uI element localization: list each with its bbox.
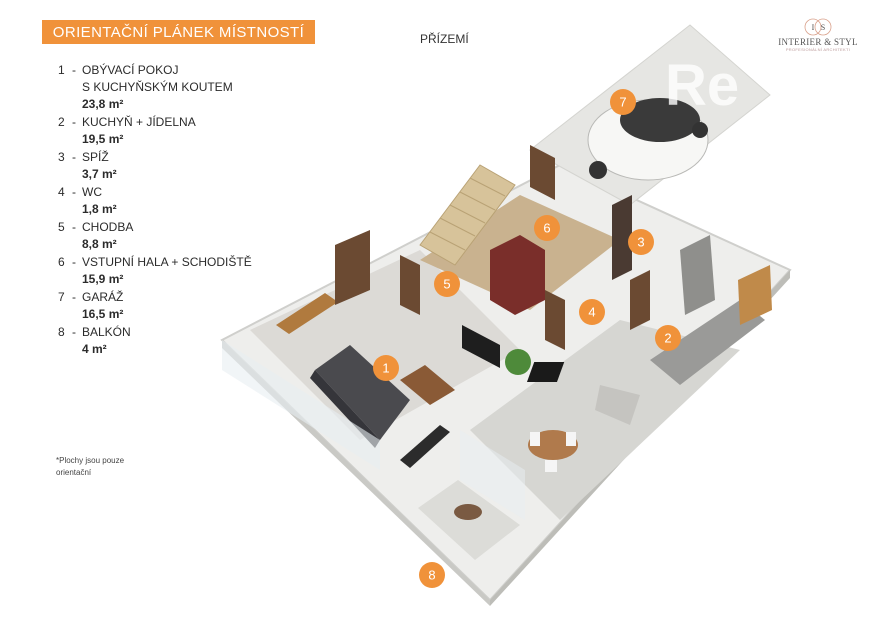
coffee-table-icon bbox=[400, 365, 455, 405]
svg-text:3: 3 bbox=[637, 235, 644, 250]
door-icon bbox=[630, 270, 650, 330]
legend-room-name: WC bbox=[82, 185, 102, 199]
legend-item: 7- GARÁŽ 16,5 m² bbox=[58, 289, 298, 323]
logo-tagline: PROFESIONÁLNÍ ARCHITEKTI bbox=[785, 47, 851, 52]
bookshelf-icon bbox=[400, 425, 450, 468]
legend-number: 6 bbox=[58, 255, 65, 269]
company-logo: I S INTERIER & STYL PROFESIONÁLNÍ ARCHIT… bbox=[773, 18, 863, 58]
svg-text:5: 5 bbox=[443, 277, 450, 292]
legend-room-area: 1,8 m² bbox=[82, 202, 117, 216]
door-icon bbox=[335, 230, 370, 305]
svg-text:S: S bbox=[821, 23, 825, 32]
legend-room-name: KUCHYŇ + JÍDELNA bbox=[82, 115, 196, 129]
legend-number: 1 bbox=[58, 63, 65, 77]
dining-table-icon bbox=[528, 430, 578, 472]
svg-text:1: 1 bbox=[382, 361, 389, 376]
watermark: Re bbox=[665, 53, 739, 118]
cooktop-icon bbox=[526, 362, 565, 382]
legend-room-area: 19,5 m² bbox=[82, 132, 124, 146]
staircase bbox=[419, 164, 516, 266]
legend-number: 7 bbox=[58, 290, 65, 304]
legend-item: 5- CHODBA 8,8 m² bbox=[58, 219, 298, 253]
room-badge-8: 8 bbox=[419, 562, 445, 588]
legend-room-name: OBÝVACÍ POKOJ bbox=[82, 63, 179, 77]
legend-item: 6- VSTUPNÍ HALA + SCHODIŠTĚ 15,9 m² bbox=[58, 254, 298, 288]
svg-text:6: 6 bbox=[543, 221, 550, 236]
svg-text:7: 7 bbox=[619, 95, 626, 110]
svg-text:2: 2 bbox=[664, 331, 671, 346]
logo-monogram-icon: I S bbox=[804, 18, 832, 36]
tv-icon bbox=[462, 325, 500, 368]
page-title: ORIENTAČNÍ PLÁNEK MÍSTNOSTÍ bbox=[42, 20, 315, 44]
footnote: *Plochy jsou pouze orientační bbox=[56, 456, 125, 477]
legend-item: 1- OBÝVACÍ POKOJ S KUCHYŇSKÝM KOUTEM 23,… bbox=[58, 62, 298, 113]
room-badge-6: 6 bbox=[534, 215, 560, 241]
legend-room-area: 23,8 m² bbox=[82, 97, 124, 111]
sofa-icon bbox=[310, 345, 410, 448]
kitchen-island-icon bbox=[595, 385, 640, 425]
room-badge-7: 7 bbox=[610, 89, 636, 115]
door-icon bbox=[545, 290, 565, 350]
legend-room-name: VSTUPNÍ HALA + SCHODIŠTĚ bbox=[82, 255, 252, 269]
room-badge-5: 5 bbox=[434, 271, 460, 297]
legend-room-area: 3,7 m² bbox=[82, 167, 117, 181]
glass-wall bbox=[222, 340, 380, 470]
balcony-table-icon bbox=[454, 504, 482, 520]
legend-number: 8 bbox=[58, 325, 65, 339]
room-badge-4: 4 bbox=[579, 299, 605, 325]
legend-number: 5 bbox=[58, 220, 65, 234]
door-icon bbox=[400, 255, 420, 315]
door-icon bbox=[612, 195, 632, 280]
svg-text:8: 8 bbox=[428, 568, 435, 583]
room-badge-1: 1 bbox=[373, 355, 399, 381]
legend-item: 3- SPÍŽ 3,7 m² bbox=[58, 149, 298, 183]
wardrobe-icon bbox=[490, 235, 545, 315]
legend-room-name: CHODBA bbox=[82, 220, 134, 234]
legend-number: 3 bbox=[58, 150, 65, 164]
legend-item: 2- KUCHYŇ + JÍDELNA 19,5 m² bbox=[58, 114, 298, 148]
car-icon bbox=[587, 98, 709, 181]
fridge-icon bbox=[680, 235, 715, 315]
logo-name: INTERIER & STYL bbox=[778, 37, 858, 47]
glass-wall bbox=[460, 430, 525, 520]
kitchen-counter-icon bbox=[650, 300, 765, 385]
room-badge-2: 2 bbox=[655, 325, 681, 351]
svg-text:I: I bbox=[812, 23, 815, 32]
legend-number: 2 bbox=[58, 115, 65, 129]
balcony-area bbox=[418, 480, 520, 560]
legend-room-name: BALKÓN bbox=[82, 325, 131, 339]
living-room-floor bbox=[250, 250, 520, 440]
legend-item: 4- WC 1,8 m² bbox=[58, 184, 298, 218]
plant-icon bbox=[505, 349, 531, 375]
legend-room-name: GARÁŽ bbox=[82, 290, 124, 304]
sideboard-icon bbox=[276, 293, 338, 334]
cabinet-icon bbox=[738, 265, 772, 325]
legend-room-area: 16,5 m² bbox=[82, 307, 124, 321]
legend-item: 8- BALKÓN 4 m² bbox=[58, 324, 298, 358]
legend-room-area: 8,8 m² bbox=[82, 237, 117, 251]
room-legend: 1- OBÝVACÍ POKOJ S KUCHYŇSKÝM KOUTEM 23,… bbox=[58, 62, 298, 359]
floor-label: PŘÍZEMÍ bbox=[420, 32, 469, 46]
svg-text:4: 4 bbox=[588, 305, 595, 320]
legend-room-name-line2: S KUCHYŇSKÝM KOUTEM bbox=[82, 80, 233, 94]
legend-room-area: 4 m² bbox=[82, 342, 107, 356]
door-icon bbox=[530, 145, 555, 200]
legend-room-name: SPÍŽ bbox=[82, 150, 109, 164]
legend-number: 4 bbox=[58, 185, 65, 199]
legend-room-area: 15,9 m² bbox=[82, 272, 124, 286]
room-badge-3: 3 bbox=[628, 229, 654, 255]
